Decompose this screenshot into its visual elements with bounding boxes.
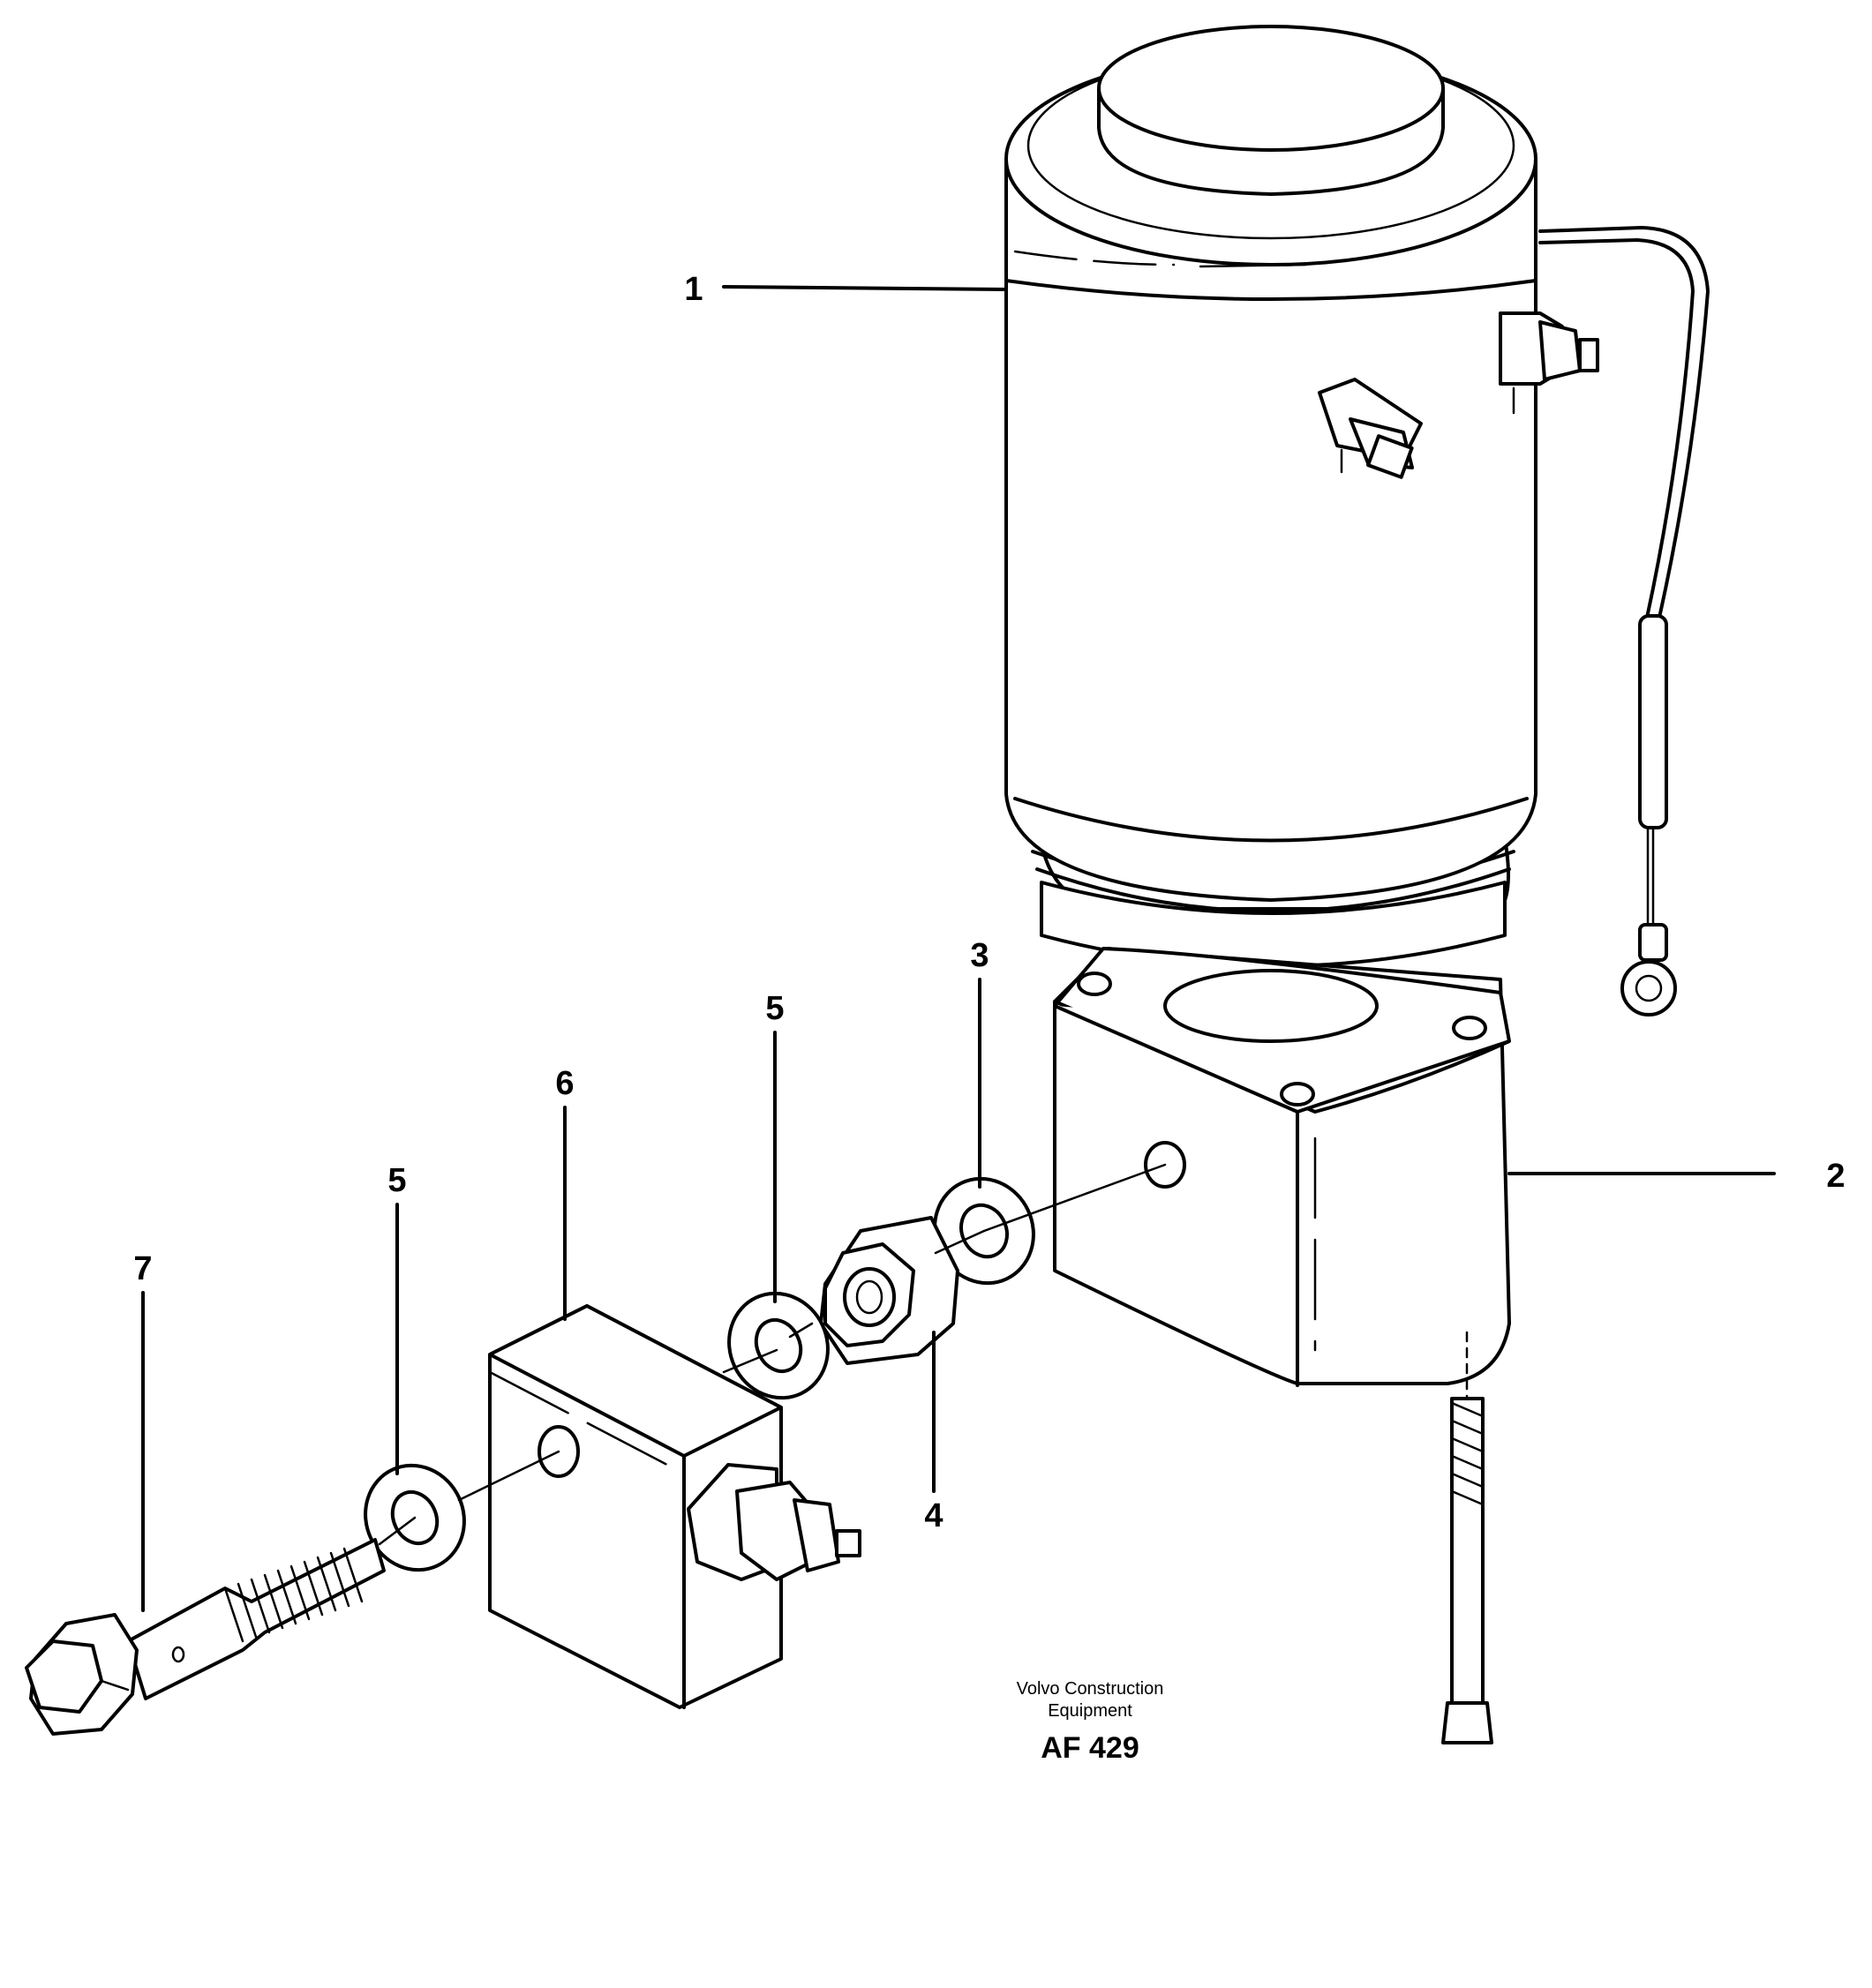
part-5-washer-upper	[727, 1291, 830, 1400]
leader-lines	[141, 285, 1776, 1612]
caption: Volvo Construction Equipment AF 429	[1017, 1679, 1164, 1765]
caption-line-2: Equipment	[1048, 1701, 1132, 1721]
callout-1: 1	[684, 271, 703, 308]
part-2-block	[1053, 947, 1511, 1744]
callout-5-lower: 5	[387, 1162, 406, 1199]
callout-6: 6	[555, 1065, 574, 1102]
caption-line-1: Volvo Construction	[1017, 1679, 1164, 1699]
part-6-valve-block	[488, 1304, 861, 1709]
block-fitting	[687, 1463, 861, 1581]
callout-7: 7	[133, 1250, 152, 1287]
callout-2: 2	[1826, 1158, 1845, 1195]
part-7-bolt	[25, 1538, 386, 1736]
fitting-side	[1499, 311, 1599, 415]
fitting-front	[1318, 378, 1423, 479]
assembly-axis	[378, 1163, 1167, 1546]
drawing-code: AF 429	[1041, 1731, 1139, 1765]
callout-labels: 1 2 3 4 5 6 5 7	[133, 271, 1845, 1534]
callout-3: 3	[970, 937, 989, 974]
long-screw	[1441, 1331, 1493, 1744]
part-4-nut	[819, 1216, 959, 1365]
callout-5-upper: 5	[765, 990, 784, 1027]
part-1-cylinder	[1004, 25, 1599, 968]
ground-cable	[1538, 226, 1710, 1017]
callout-4: 4	[924, 1497, 943, 1534]
